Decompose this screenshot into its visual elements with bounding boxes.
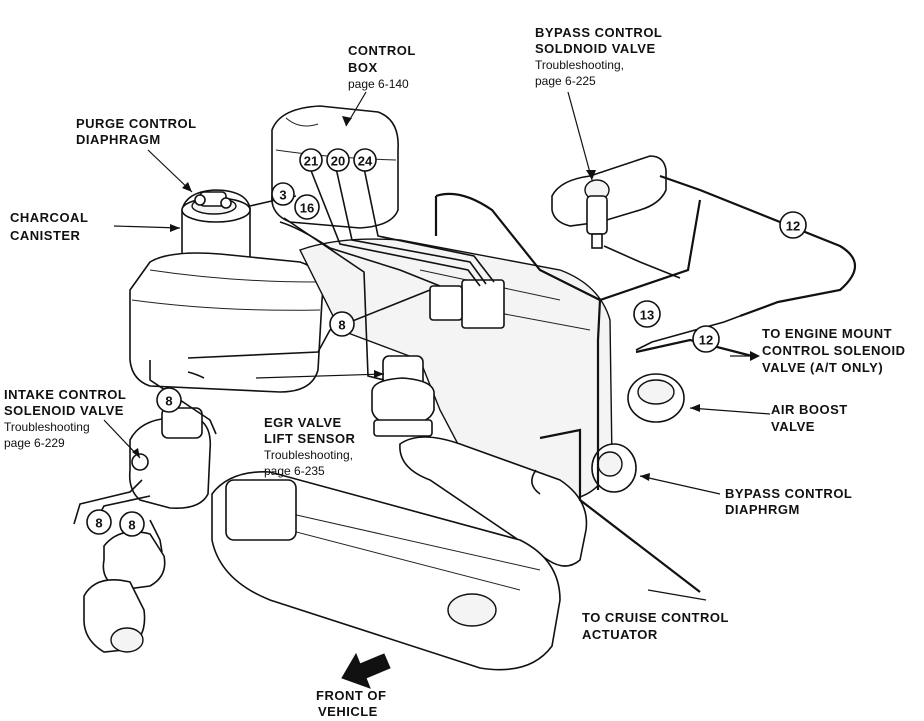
hose-number-24: 24	[353, 148, 377, 172]
svg-text:SOLENOID VALVE: SOLENOID VALVE	[4, 403, 124, 418]
label-engine-mount-solenoid: TO ENGINE MOUNT CONTROL SOLENOID VALVE (…	[762, 326, 906, 375]
hose-number-3: 3	[271, 182, 295, 206]
svg-text:LIFT SENSOR: LIFT SENSOR	[264, 431, 356, 446]
svg-text:20: 20	[331, 154, 345, 169]
valve-cover	[211, 471, 561, 671]
svg-text:24: 24	[358, 154, 373, 169]
svg-text:BYPASS CONTROL: BYPASS CONTROL	[725, 486, 852, 501]
svg-text:16: 16	[300, 201, 314, 216]
svg-text:CANISTER: CANISTER	[10, 228, 81, 243]
intake-elbow-hose	[83, 530, 166, 653]
hose-number-8-center: 8	[329, 311, 355, 337]
svg-text:DIAPHRAGM: DIAPHRAGM	[76, 132, 161, 147]
hose-number-21: 21	[299, 148, 323, 172]
svg-text:page 6-225: page 6-225	[535, 74, 596, 88]
svg-text:INTAKE CONTROL: INTAKE CONTROL	[4, 387, 126, 402]
hose-number-16: 16	[294, 194, 320, 220]
label-egr-valve-lift-sensor: EGR VALVE LIFT SENSOR Troubleshooting, p…	[264, 415, 356, 478]
svg-text:3: 3	[279, 188, 286, 203]
vacuum-hoses	[73, 167, 856, 593]
svg-text:8: 8	[338, 318, 345, 333]
label-cruise-control-actuator: TO CRUISE CONTROL ACTUATOR	[582, 610, 729, 642]
hose-number-8-bottom-a: 8	[86, 509, 112, 535]
svg-text:PURGE CONTROL: PURGE CONTROL	[76, 116, 197, 131]
bypass-control-solenoid-valve	[551, 155, 667, 249]
svg-text:8: 8	[128, 518, 135, 533]
label-air-boost-valve: AIR BOOST VALVE	[771, 402, 848, 434]
svg-text:21: 21	[304, 154, 318, 169]
air-boost-valve	[627, 373, 685, 423]
leader-lines	[103, 91, 771, 601]
svg-text:BYPASS CONTROL: BYPASS CONTROL	[535, 25, 662, 40]
svg-text:CONTROL SOLENOID: CONTROL SOLENOID	[762, 343, 906, 358]
svg-text:12: 12	[699, 333, 713, 348]
hose-number-20: 20	[326, 148, 350, 172]
label-control-box: CONTROL BOX page 6-140	[348, 43, 416, 91]
bypass-control-diaphragm	[591, 443, 637, 493]
label-purge-control-diaphragm: PURGE CONTROL DIAPHRAGM	[76, 116, 197, 147]
hose-number-8-left: 8	[156, 387, 182, 413]
throttle-body	[429, 279, 505, 329]
svg-text:8: 8	[165, 394, 172, 409]
svg-text:SOLDNOID VALVE: SOLDNOID VALVE	[535, 41, 656, 56]
egr-valve-lift-sensor	[371, 355, 435, 437]
label-bypass-control-diaphragm: BYPASS CONTROL DIAPHRGM	[725, 486, 852, 517]
svg-text:EGR VALVE: EGR VALVE	[264, 415, 342, 430]
intake-control-solenoid-valve	[128, 407, 212, 510]
svg-text:page 6-229: page 6-229	[4, 436, 65, 450]
label-front-of-vehicle: FRONT OF VEHICLE	[316, 688, 386, 719]
svg-text:AIR BOOST: AIR BOOST	[771, 402, 848, 417]
svg-text:VALVE (A/T ONLY): VALVE (A/T ONLY)	[762, 360, 883, 375]
svg-text:VALVE: VALVE	[771, 419, 815, 434]
svg-text:VEHICLE: VEHICLE	[318, 704, 378, 719]
svg-text:page 6-235: page 6-235	[264, 464, 325, 478]
svg-text:CONTROL: CONTROL	[348, 43, 416, 58]
label-intake-control-solenoid-valve: INTAKE CONTROL SOLENOID VALVE Troublesho…	[4, 387, 126, 450]
svg-text:Troubleshooting,: Troubleshooting,	[535, 58, 624, 72]
svg-text:13: 13	[640, 308, 654, 323]
svg-text:Troubleshooting: Troubleshooting	[4, 420, 90, 434]
intake-runner-pipe	[399, 436, 588, 567]
hose-number-12-top: 12	[779, 211, 807, 239]
hose-number-13: 13	[633, 300, 661, 328]
leader-arrowheads	[132, 116, 760, 481]
svg-text:FRONT OF: FRONT OF	[316, 688, 386, 703]
front-arrow-icon	[341, 652, 391, 689]
label-bypass-control-solenoid-valve: BYPASS CONTROL SOLDNOID VALVE Troublesho…	[535, 25, 662, 88]
svg-text:DIAPHRGM: DIAPHRGM	[725, 502, 800, 517]
svg-text:CHARCOAL: CHARCOAL	[10, 210, 88, 225]
label-charcoal-canister: CHARCOAL CANISTER	[10, 210, 88, 243]
air-cleaner-box	[129, 252, 324, 393]
svg-text:8: 8	[95, 516, 102, 531]
svg-text:ACTUATOR: ACTUATOR	[582, 627, 658, 642]
hose-number-12-right: 12	[692, 325, 720, 353]
svg-text:TO CRUISE CONTROL: TO CRUISE CONTROL	[582, 610, 729, 625]
svg-text:Troubleshooting,: Troubleshooting,	[264, 448, 353, 462]
svg-text:BOX: BOX	[348, 60, 378, 75]
hose-number-8-bottom-b: 8	[119, 511, 145, 537]
purge-control-diaphragm	[191, 191, 237, 215]
svg-text:12: 12	[786, 219, 800, 234]
svg-text:TO ENGINE MOUNT: TO ENGINE MOUNT	[762, 326, 892, 341]
svg-text:page 6-140: page 6-140	[348, 77, 409, 91]
